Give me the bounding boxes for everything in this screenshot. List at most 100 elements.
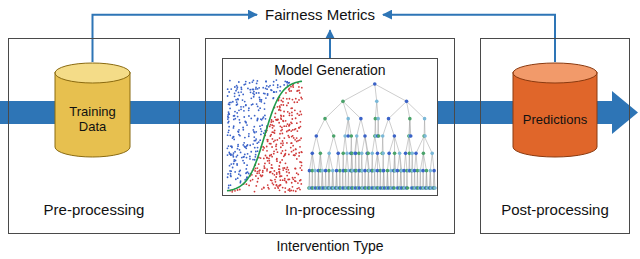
tree-branch (375, 136, 378, 153)
tree-node-dot (380, 152, 384, 156)
tree-node-dot (357, 186, 361, 190)
scatter-dot (279, 176, 281, 178)
scatter-dot (233, 152, 235, 154)
tree-branch (375, 153, 378, 170)
tree-node-dot (353, 169, 357, 173)
scatter-dot (238, 173, 240, 175)
scatter-dot (286, 82, 288, 84)
scatter-dot (273, 170, 275, 172)
scatter-dot (280, 104, 282, 106)
scatter-dot (296, 113, 298, 115)
scatter-dot (232, 101, 234, 103)
scatter-dot (228, 126, 230, 128)
scatter-dot (237, 98, 239, 100)
scatter-dot (262, 170, 264, 172)
scatter-dot (237, 130, 239, 132)
tree-branch (414, 171, 415, 188)
scatter-dot (285, 92, 287, 94)
tree-node-dot (391, 186, 395, 190)
tree-node-dot (331, 169, 335, 173)
tree-node-dot (363, 134, 367, 138)
scatter-dot (293, 149, 295, 151)
scatter-dot (291, 112, 293, 114)
tree-branch (367, 153, 369, 170)
scatter-dot (277, 151, 279, 153)
tree-branch (339, 171, 340, 188)
scatter-dot (272, 121, 274, 123)
scatter-dot (266, 146, 268, 148)
scatter-dot (276, 119, 278, 121)
tree-branch (350, 171, 352, 188)
scatter-dot (282, 133, 284, 135)
tree-node-dot (386, 169, 390, 173)
scatter-dot (239, 170, 241, 172)
scatter-plot (226, 79, 302, 193)
tree-branch (411, 171, 412, 188)
scatter-dot (258, 163, 260, 165)
scatter-dot (257, 150, 259, 152)
scatter-dot (249, 156, 251, 158)
scatter-dot (299, 189, 301, 191)
scatter-dot (259, 169, 261, 171)
scatter-dot (241, 88, 243, 90)
scatter-dot (261, 119, 263, 121)
scatter-dot (272, 138, 274, 140)
scatter-dot (227, 116, 229, 118)
tree-branch (347, 153, 348, 170)
scatter-dot (255, 168, 257, 170)
scatter-dot (269, 135, 271, 137)
scatter-dot (285, 168, 287, 170)
scatter-dot (230, 88, 232, 90)
scatter-dot (258, 109, 260, 111)
scatter-dot (263, 165, 265, 167)
tree-branch (342, 171, 343, 188)
scatter-dot (263, 158, 265, 160)
scatter-dot (288, 136, 290, 138)
scatter-dot (228, 111, 230, 113)
scatter-dot (255, 88, 257, 90)
scatter-dot (298, 152, 300, 154)
scatter-dot (254, 147, 256, 149)
scatter-dot (243, 106, 245, 108)
tree-branch (389, 101, 407, 118)
scatter-dot (245, 172, 247, 174)
scatter-dot (260, 101, 262, 103)
tree-branch (382, 153, 383, 170)
scatter-dot (238, 119, 240, 121)
axis-label: Intervention Type (276, 238, 383, 254)
scatter-dot (253, 140, 255, 142)
tree-branch (393, 171, 394, 188)
scatter-dot (228, 129, 230, 131)
scatter-dot (290, 130, 292, 132)
tree-branch (351, 153, 352, 170)
tree-node-dot (409, 134, 413, 138)
scatter-dot (291, 151, 293, 153)
tree-node-dot (375, 100, 379, 104)
scatter-dot (282, 142, 284, 144)
tree-branch (371, 153, 372, 170)
tree-node-dot (332, 134, 336, 138)
tree-branch (383, 153, 384, 170)
scatter-dot (270, 171, 272, 173)
scatter-dot (270, 167, 272, 169)
scatter-dot (230, 176, 232, 178)
scatter-dot (279, 168, 281, 170)
scatter-dot (257, 117, 259, 119)
tree-node-dot (399, 169, 403, 173)
tree-branch (374, 119, 375, 136)
tree-branch (361, 171, 362, 188)
tree-branch (357, 119, 361, 136)
scatter-dot (250, 151, 252, 153)
scatter-dot (228, 152, 230, 154)
scatter-dot (273, 174, 275, 176)
scatter-dot (229, 170, 231, 172)
scatter-dot (270, 124, 272, 126)
scatter-dot (284, 178, 286, 180)
scatter-dot (261, 176, 263, 178)
scatter-dot (296, 172, 298, 174)
scatter-dot (228, 117, 230, 119)
tree-branch (312, 153, 315, 170)
scatter-dot (282, 150, 284, 152)
scatter-dot (259, 125, 261, 127)
scatter-dot (300, 151, 302, 153)
